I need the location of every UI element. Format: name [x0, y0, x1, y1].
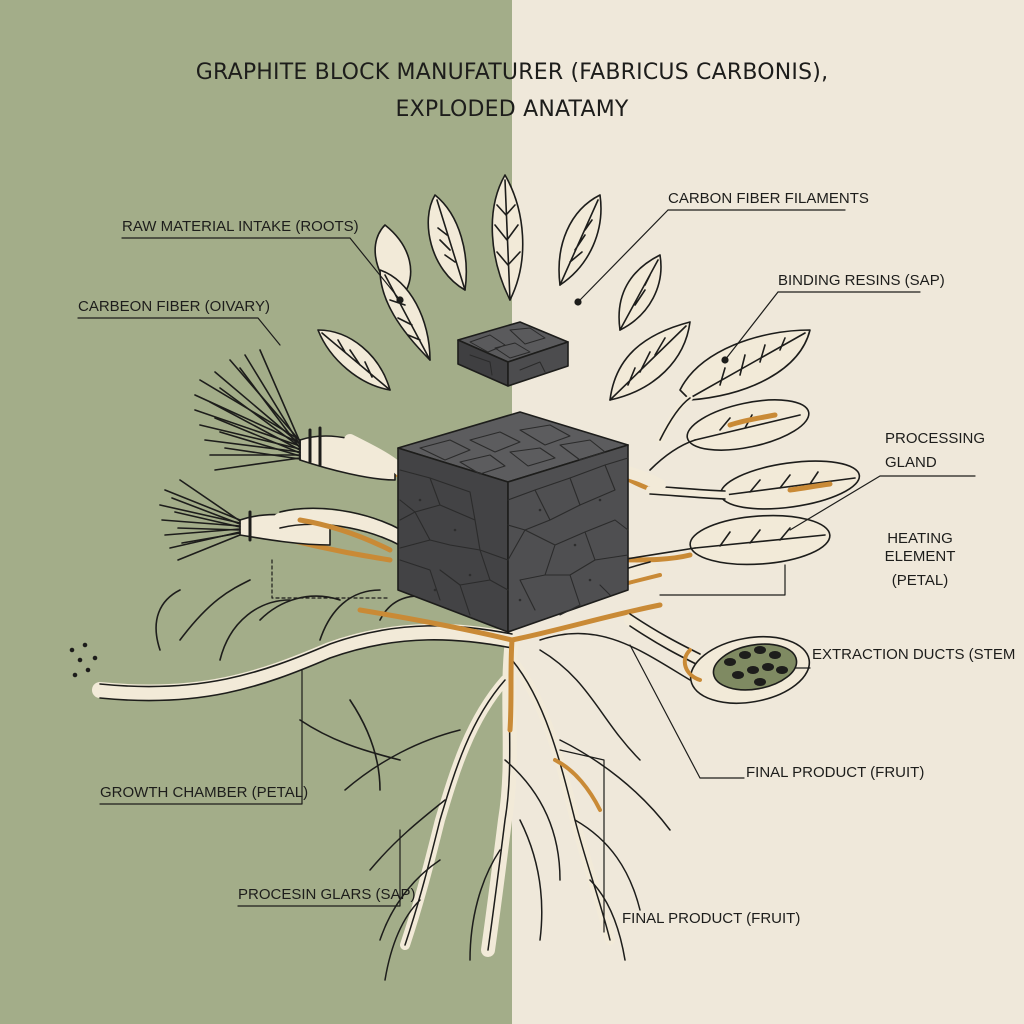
leaf-cluster-top: [317, 174, 691, 401]
diagram-title-line-1: GRAPHITE BLOCK MANUFATURER (FABRICUS CAR…: [195, 60, 829, 85]
diagram-title-line-2: EXPLODED ANATAMY: [395, 97, 629, 122]
small-graphite-block: [457, 321, 569, 387]
label-raw-material-intake: RAW MATERIAL INTAKE (ROOTS): [122, 218, 359, 235]
label-processing-gland-line-2: GLAND: [885, 454, 937, 471]
label-procesin-glars: PROCESIN GLARS (SAP): [238, 886, 416, 903]
label-extraction-ducts: EXTRACTION DUCTS (STEM: [812, 646, 1016, 663]
label-final-product-upper: FINAL PRODUCT (FRUIT): [746, 764, 925, 781]
binding-resin-leaf: [657, 329, 811, 443]
graphite-cell-pattern: [399, 424, 629, 616]
root-system: [344, 632, 691, 981]
label-binding-resins: BINDING RESINS (SAP): [778, 272, 945, 289]
heating-element-pod: [619, 514, 831, 566]
processing-pod-2: [646, 460, 861, 510]
label-heating-element: HEATING ELEMENT (PETAL): [860, 530, 980, 590]
label-heating-element-line-1: HEATING ELEMENT: [884, 530, 956, 565]
label-final-product-lower: FINAL PRODUCT (FRUIT): [622, 910, 801, 927]
main-graphite-block: [397, 411, 629, 633]
processing-pod-1: [649, 399, 810, 471]
label-carbeon-fiber: CARBEON FIBER (OIVARY): [78, 298, 270, 315]
label-growth-chamber: GROWTH CHAMBER (PETAL): [100, 784, 309, 801]
label-processing-gland-line-1: PROCESSING: [885, 430, 986, 447]
seed-cluster: [724, 646, 788, 686]
label-heating-element-line-2: (PETAL): [891, 572, 949, 589]
label-carbon-fiber-filaments: CARBON FIBER FILAMENTS: [668, 190, 869, 207]
label-processing-gland: PROCESSING GLAND: [885, 430, 985, 472]
leader-lines: [77, 209, 976, 933]
left-root-branches: [69, 579, 520, 791]
graphite-speckles: [418, 498, 602, 602]
extraction-pod: [624, 613, 811, 704]
